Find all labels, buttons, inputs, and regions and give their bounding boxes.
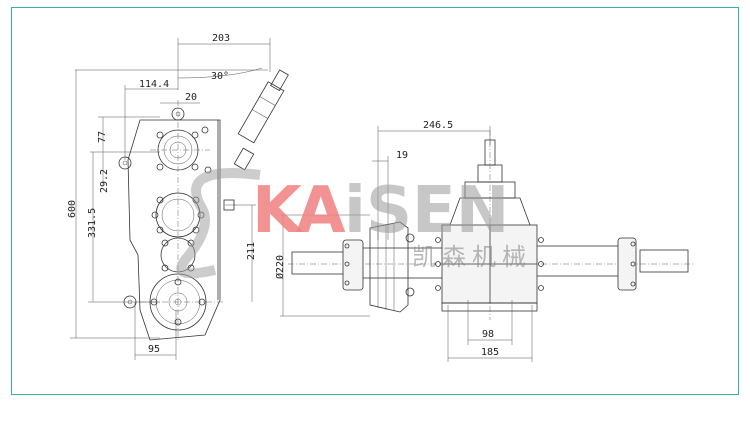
- dim-246-5: 246.5: [423, 120, 453, 131]
- watermark-chinese: 凯森机械: [412, 243, 532, 271]
- drawing-frame: [11, 7, 739, 395]
- watermark-letter-k: K: [252, 174, 304, 248]
- dim-95: 95: [148, 344, 160, 355]
- dim-331-5: 331.5: [87, 208, 98, 238]
- dim-29-2: 29.2: [99, 169, 110, 193]
- dim-77: 77: [97, 131, 108, 143]
- kaisen-watermark: K A iSEN 凯森机械: [176, 168, 532, 279]
- dim-19: 19: [396, 150, 408, 161]
- dim-211: 211: [246, 242, 257, 260]
- dim-98: 98: [482, 329, 494, 340]
- dim-600: 600: [67, 200, 78, 218]
- dim-203: 203: [212, 33, 230, 44]
- dim-20: 20: [185, 92, 197, 103]
- dim-185: 185: [481, 347, 499, 358]
- watermark-letter-a: A: [296, 174, 346, 248]
- dim-114-4: 114.4: [139, 79, 169, 90]
- dim-diameter-220: Ø220: [274, 255, 286, 279]
- dim-30deg: 30°: [211, 71, 229, 82]
- front-view: 246.5 19 Ø220: [274, 120, 695, 362]
- watermark-letters-isen: iSEN: [344, 174, 509, 248]
